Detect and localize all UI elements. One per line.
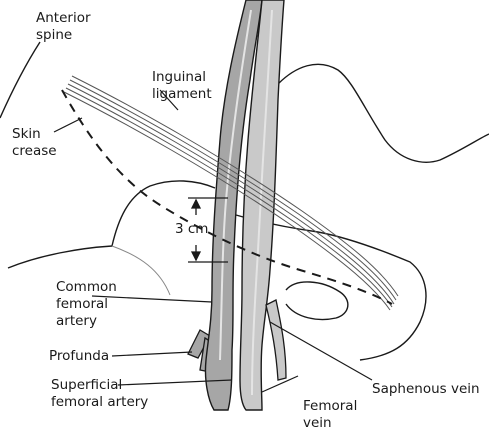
label-cfa-line1: Common (56, 279, 117, 296)
label-sfa-line1: Superficial (51, 377, 148, 394)
groin-skin-outline (0, 42, 40, 118)
label-cfa-line2: femoral (56, 296, 117, 313)
label-distance: 3 cm (175, 221, 208, 238)
saphenous-branch (266, 300, 286, 380)
label-femoral-vein: Femoral vein (303, 398, 357, 432)
label-superficial-femoral-artery: Superficial femoral artery (51, 377, 148, 411)
label-sfa-line2: femoral artery (51, 394, 148, 411)
label-cfa-line3: artery (56, 313, 117, 330)
label-anterior-spine-line1: Anterior (36, 10, 91, 27)
label-inguinal-ligament-line2: ligament (152, 86, 212, 103)
label-skin-crease: Skin crease (12, 126, 57, 160)
thigh-inner-line (112, 246, 170, 295)
label-anterior-spine: Anterior spine (36, 10, 91, 44)
label-skin-crease-line2: crease (12, 143, 57, 160)
label-skin-crease-line1: Skin (12, 126, 57, 143)
label-femoral-vein-line2: vein (303, 415, 357, 432)
label-inguinal-ligament-line1: Inguinal (152, 69, 212, 86)
thigh-skin-outline (278, 64, 489, 162)
saphenous-loop (286, 282, 348, 320)
label-inguinal-ligament: Inguinal ligament (152, 69, 212, 103)
label-femoral-vein-line1: Femoral (303, 398, 357, 415)
label-saphenous-vein: Saphenous vein (372, 381, 480, 398)
label-profunda: Profunda (49, 348, 109, 365)
label-anterior-spine-line2: spine (36, 27, 91, 44)
label-common-femoral-artery: Common femoral artery (56, 279, 117, 330)
